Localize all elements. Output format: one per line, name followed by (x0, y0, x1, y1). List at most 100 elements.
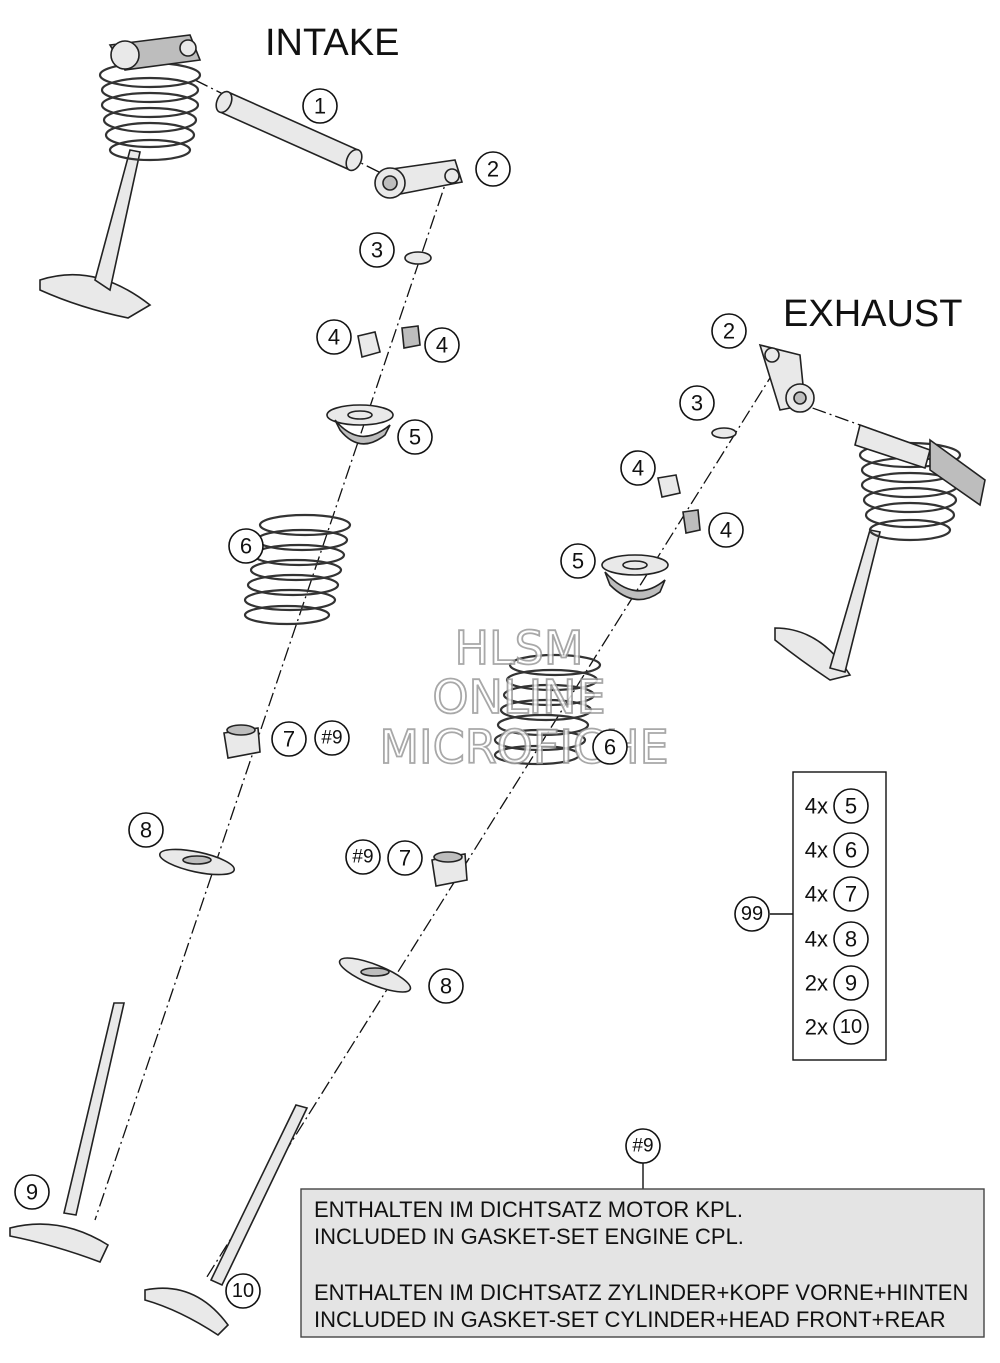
exhaust-valve-illustration (144, 1104, 309, 1337)
callout-exhaust-8[interactable]: 8 (428, 968, 464, 1004)
kit-row-qty: 2x (805, 971, 828, 996)
callout-intake-7[interactable]: 7 (271, 721, 307, 757)
intake-valve-spring-illustration (243, 513, 352, 626)
callout-exhaust-2[interactable]: 2 (711, 313, 747, 349)
callout-exhaust-6[interactable]: 6 (592, 729, 628, 765)
kit-row-part-callout[interactable]: 6 (833, 832, 869, 868)
callout-intake-3[interactable]: 3 (359, 232, 395, 268)
svg-text:3: 3 (691, 391, 703, 416)
kit-row-qty: 2x (805, 1015, 828, 1040)
callout-intake-6[interactable]: 6 (228, 528, 264, 564)
svg-text:5: 5 (572, 549, 584, 574)
intake-valve-shim-illustration (404, 251, 432, 265)
kit-row-qty: 4x (805, 882, 828, 907)
svg-text:HLSM: HLSM (454, 621, 583, 675)
exhaust-valve-stem-seal-illustration (431, 851, 468, 887)
exhaust-title: EXHAUST (783, 293, 962, 335)
kit-row-part-callout[interactable]: 5 (833, 788, 869, 824)
note-line-en-engine: INCLUDED IN GASKET-SET ENGINE CPL. (314, 1224, 744, 1249)
svg-text:5: 5 (409, 425, 421, 450)
svg-text:8: 8 (140, 818, 152, 843)
svg-text:4: 4 (632, 456, 644, 481)
callout-exhaust-10[interactable]: 10 (225, 1273, 261, 1309)
svg-text:#9: #9 (352, 847, 373, 868)
svg-text:7: 7 (399, 846, 411, 871)
callout-note-ref-9[interactable]: #9 (625, 1128, 661, 1164)
intake-assembled-valve-illustration (39, 34, 202, 319)
kit-row-part-callout[interactable]: 10 (833, 1009, 869, 1045)
svg-text:4: 4 (720, 518, 732, 543)
svg-text:7: 7 (283, 727, 295, 752)
exhaust-rocker-arm-illustration (758, 343, 815, 413)
callout-intake-9[interactable]: 9 (14, 1174, 50, 1210)
callout-exhaust-7-ref-9[interactable]: #9 (345, 839, 381, 875)
svg-text:#9: #9 (321, 728, 342, 749)
svg-text:4: 4 (328, 325, 340, 350)
svg-text:ONLINE: ONLINE (432, 670, 605, 724)
callout-exhaust-5[interactable]: 5 (560, 543, 596, 579)
intake-title: INTAKE (265, 22, 399, 64)
svg-text:1: 1 (314, 94, 326, 119)
watermark: HLSM ONLINE MICROFICHE (378, 620, 669, 775)
svg-text:99: 99 (741, 903, 763, 925)
svg-text:2: 2 (723, 319, 735, 344)
intake-spring-retainer-illustration (326, 404, 394, 445)
callout-intake-2[interactable]: 2 (475, 151, 511, 187)
kit-row-qty: 4x (805, 794, 828, 819)
intake-axis-line (94, 169, 451, 1221)
exhaust-valve-cotter-right-illustration (682, 509, 701, 534)
callout-exhaust-4b[interactable]: 4 (708, 512, 744, 548)
exhaust-axis-line (204, 369, 776, 1281)
kit-99-group: 99 4x 5 4x 6 4x 7 4x 8 2x 9 2x 10 (734, 771, 887, 1061)
callout-kit-99[interactable]: 99 (734, 896, 770, 932)
intake-valve-illustration (9, 1002, 126, 1264)
callout-exhaust-7[interactable]: 7 (387, 840, 423, 876)
svg-text:4: 4 (436, 333, 448, 358)
callout-intake-7-ref-9[interactable]: #9 (314, 720, 350, 756)
note-line-de-cylinder-head: ENTHALTEN IM DICHTSATZ ZYLINDER+KOPF VOR… (314, 1280, 968, 1305)
intake-valve-cotter-left-illustration (357, 331, 381, 359)
svg-text:8: 8 (845, 927, 857, 952)
intake-valve-stem-seal-illustration (223, 724, 261, 759)
gasket-set-note: #9 ENTHALTEN IM DICHTSATZ MOTOR KPL. INC… (300, 1128, 985, 1338)
kit-row-part-callout[interactable]: 9 (833, 965, 869, 1001)
kit-row-part-callout[interactable]: 7 (833, 876, 869, 912)
svg-text:5: 5 (845, 794, 857, 819)
kit-row-qty: 4x (805, 927, 828, 952)
exhaust-valve-cotter-left-illustration (657, 474, 681, 498)
svg-text:2: 2 (487, 157, 499, 182)
callout-intake-4b[interactable]: 4 (424, 327, 460, 363)
exhaust-valve-shim-illustration (711, 427, 737, 439)
exhaust-spring-retainer-illustration (601, 554, 669, 601)
kit-row-qty: 4x (805, 838, 828, 863)
intake-rocker-shaft-illustration (215, 90, 363, 172)
svg-text:6: 6 (240, 534, 252, 559)
callout-exhaust-3[interactable]: 3 (679, 385, 715, 421)
callout-intake-4a[interactable]: 4 (316, 319, 352, 355)
exhaust-spring-seat-illustration (338, 957, 412, 993)
callout-intake-8[interactable]: 8 (128, 812, 164, 848)
svg-text:8: 8 (440, 974, 452, 999)
kit-row-part-callout[interactable]: 8 (833, 921, 869, 957)
svg-text:9: 9 (845, 971, 857, 996)
intake-valve-cotter-right-illustration (401, 325, 421, 349)
svg-text:6: 6 (845, 838, 857, 863)
svg-text:6: 6 (604, 735, 616, 760)
exhaust-assembled-valve-illustration (774, 423, 986, 681)
callout-intake-5[interactable]: 5 (397, 419, 433, 455)
note-line-de-engine: ENTHALTEN IM DICHTSATZ MOTOR KPL. (314, 1197, 743, 1222)
svg-text:7: 7 (845, 882, 857, 907)
svg-text:3: 3 (371, 238, 383, 263)
callout-intake-1[interactable]: 1 (302, 88, 338, 124)
svg-text:10: 10 (232, 1280, 254, 1302)
exhaust-valve-spring-illustration (493, 653, 602, 766)
svg-text:10: 10 (840, 1016, 862, 1038)
kit-99-box (792, 771, 887, 1061)
svg-text:9: 9 (26, 1180, 38, 1205)
intake-rocker-arm-illustration (374, 159, 464, 199)
callout-exhaust-4a[interactable]: 4 (620, 450, 656, 486)
note-line-en-cylinder-head: INCLUDED IN GASKET-SET CYLINDER+HEAD FRO… (314, 1307, 946, 1332)
intake-spring-seat-illustration (158, 848, 236, 876)
svg-text:#9: #9 (632, 1136, 653, 1157)
